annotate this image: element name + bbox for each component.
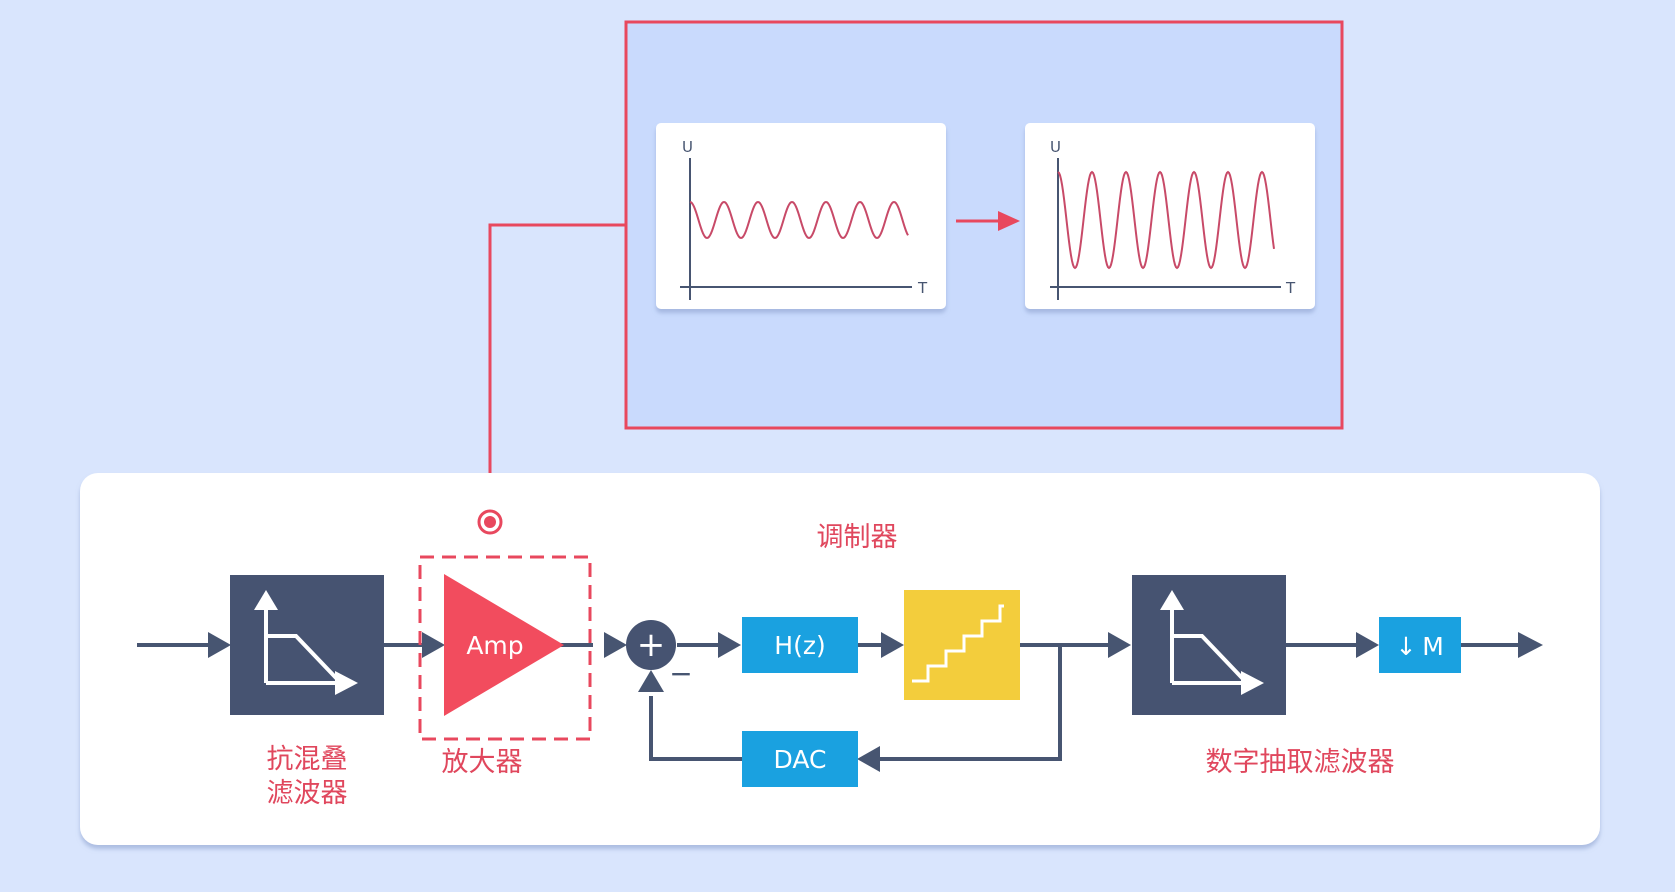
amplifier-label: 放大器 bbox=[442, 747, 523, 778]
summer-plus-sign: + bbox=[637, 625, 666, 665]
digital-filter-label: 数字抽取滤波器 bbox=[1206, 747, 1395, 778]
feedback-minus-sign: − bbox=[669, 657, 692, 690]
input-signal-plot: U T bbox=[656, 123, 946, 309]
staircase-icon bbox=[912, 604, 1004, 683]
wire-feedback-tap bbox=[880, 645, 1062, 761]
dac-text: DAC bbox=[774, 745, 827, 774]
dac-box[interactable] bbox=[742, 731, 858, 787]
zoom-anchor-dot bbox=[484, 516, 496, 528]
dac-block[interactable]: DAC bbox=[742, 731, 858, 787]
output-y-axis-label: U bbox=[1050, 138, 1061, 156]
output-sine-wave bbox=[1057, 170, 1275, 270]
arrowhead-into-decimation-filter bbox=[1108, 632, 1131, 658]
decimation-filter-block[interactable] bbox=[1132, 575, 1286, 715]
anti-alias-filter-block[interactable] bbox=[230, 575, 384, 715]
zoom-anchor-marker bbox=[477, 509, 503, 535]
amplify-arrow-head bbox=[998, 211, 1020, 231]
zoom-connector-line bbox=[488, 223, 626, 518]
quantizer-block[interactable] bbox=[904, 590, 1020, 700]
input-y-axis-label: U bbox=[682, 138, 693, 156]
decimator-block[interactable]: ↓ M bbox=[1379, 617, 1461, 673]
lowpass-axis-arrow-up bbox=[254, 590, 278, 610]
decimation-axis-arrow-right bbox=[1241, 671, 1264, 695]
anti-alias-filter-label-line1: 抗混叠 bbox=[267, 744, 348, 775]
amplifier-triangle[interactable] bbox=[444, 574, 564, 716]
output-x-axis-label: T bbox=[1285, 279, 1296, 297]
amplify-arrow bbox=[956, 211, 1020, 231]
arrowhead-into-summer bbox=[604, 632, 627, 658]
summing-junction[interactable]: + bbox=[626, 620, 676, 670]
decimation-axis-arrow-up bbox=[1160, 590, 1184, 610]
plot-card-output bbox=[1025, 123, 1315, 309]
amplifier-block[interactable]: Amp bbox=[444, 574, 564, 716]
input-x-axis-label: T bbox=[917, 279, 928, 297]
summer-circle[interactable] bbox=[626, 620, 676, 670]
arrowhead-into-filter bbox=[208, 632, 231, 658]
arrowhead-output bbox=[1518, 632, 1543, 658]
loop-filter-block[interactable]: H(z) bbox=[742, 617, 858, 673]
arrowhead-into-amp bbox=[422, 632, 445, 658]
arrowhead-into-dac bbox=[857, 746, 880, 772]
arrowhead-into-decimator bbox=[1356, 632, 1379, 658]
loop-filter-text: H(z) bbox=[774, 631, 825, 660]
plot-card-input bbox=[656, 123, 946, 309]
wire-dac-to-summer bbox=[649, 696, 742, 761]
decimator-down-arrow-icon: ↓ bbox=[1396, 632, 1417, 661]
arrowhead-into-quantizer bbox=[881, 632, 904, 658]
arrow-heads bbox=[208, 632, 1543, 772]
modulator-label: 调制器 bbox=[817, 522, 898, 553]
lowpass-axis-arrow-right bbox=[335, 671, 358, 695]
decimator-text: M bbox=[1422, 632, 1444, 661]
amplifier-text: Amp bbox=[466, 631, 523, 660]
lowpass-response-icon bbox=[264, 605, 340, 685]
output-signal-plot: U T bbox=[1025, 123, 1315, 309]
arrowhead-into-summer-feedback bbox=[638, 670, 664, 692]
arrowhead-into-hz bbox=[718, 632, 741, 658]
anti-alias-filter-label-line2: 滤波器 bbox=[267, 778, 348, 809]
signal-wires bbox=[137, 643, 1522, 761]
decimator-box[interactable] bbox=[1379, 617, 1461, 673]
decimation-filter-response-icon bbox=[1170, 605, 1246, 685]
loop-filter-box[interactable] bbox=[742, 617, 858, 673]
input-sine-wave bbox=[689, 200, 909, 240]
